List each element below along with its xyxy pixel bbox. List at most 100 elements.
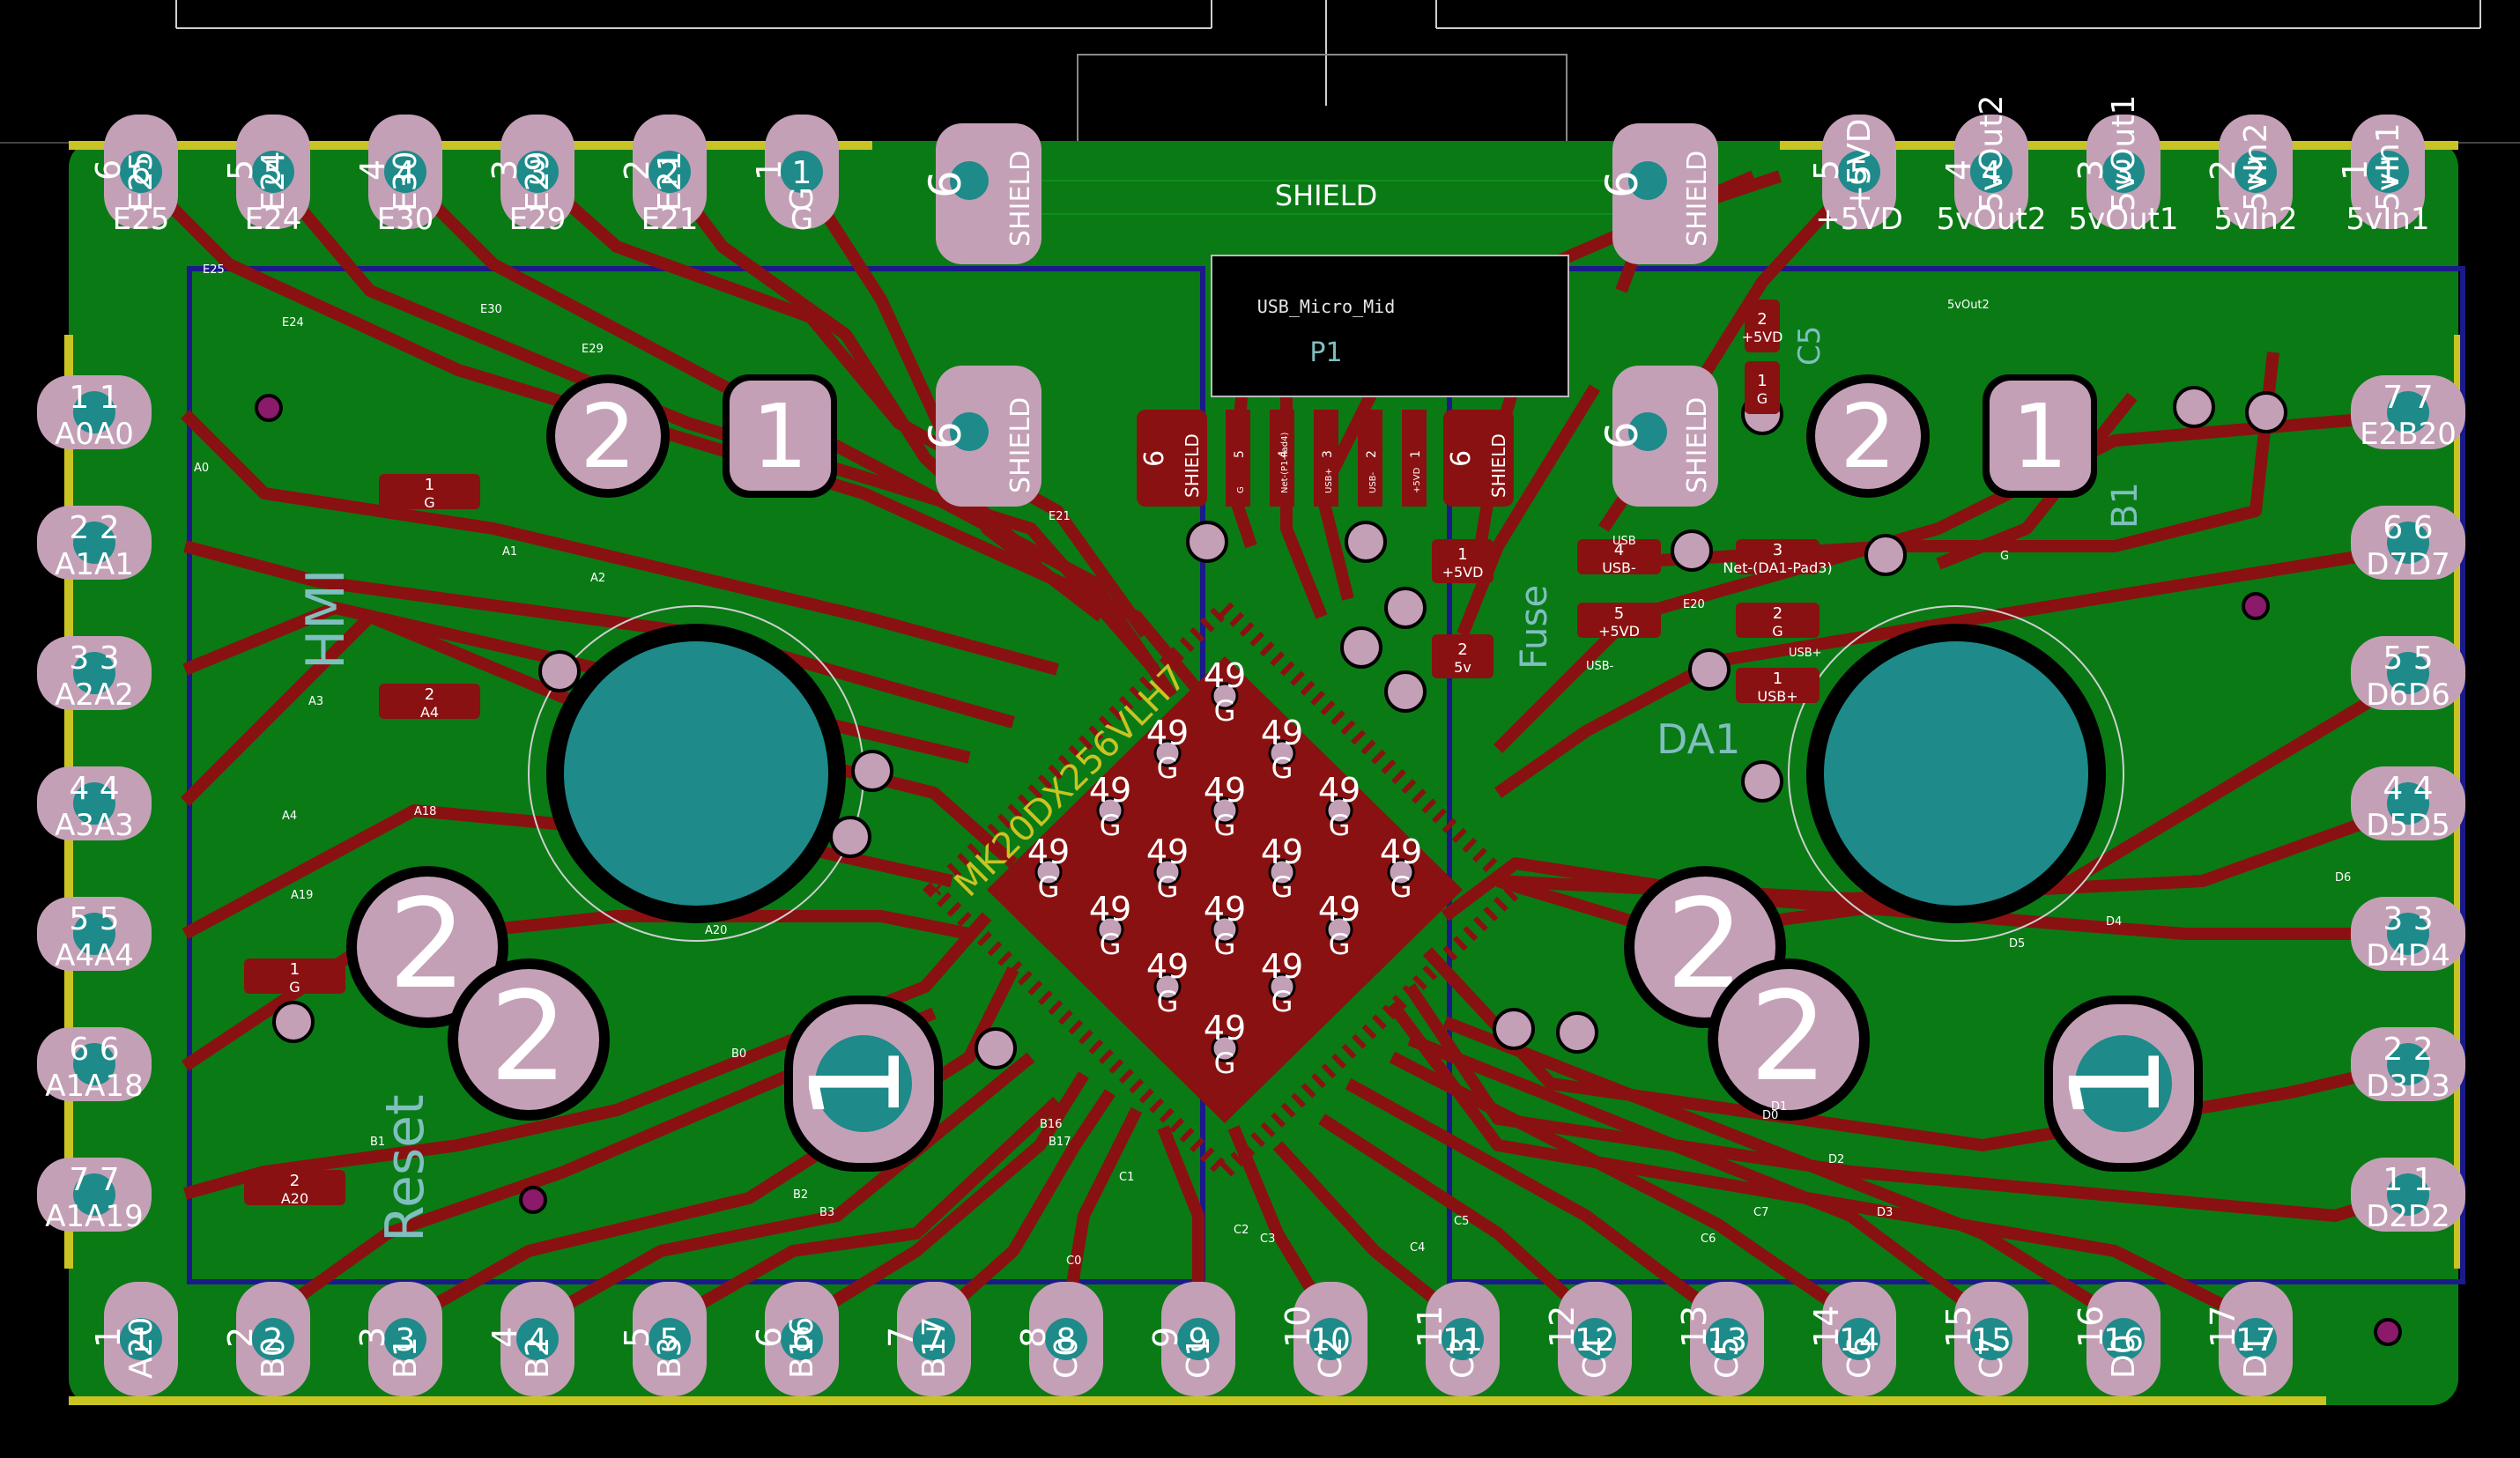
usb-pin-5[interactable]: 5G — [1226, 410, 1250, 507]
smd-pad-num: 1 — [1457, 545, 1467, 564]
top_right_header-pin-num-h: 3 — [2114, 155, 2134, 191]
shield-pad-mr[interactable]: 6 SHIELD — [1597, 366, 1718, 507]
svg-text:6: 6 — [1446, 450, 1477, 467]
smd-pad-sw-left-a4[interactable]: 2A4 — [379, 684, 480, 721]
shield-smd-right[interactable]: 6 SHIELD — [1443, 410, 1514, 507]
right_header-pin-net: D5D5 — [2366, 808, 2450, 843]
smd-pad-sw-reset[interactable]: 1G — [244, 958, 345, 995]
shield-pad-tl[interactable]: 6 SHIELD — [920, 123, 1041, 264]
shield-pad-ml[interactable]: 6 SHIELD — [920, 366, 1041, 507]
top_header-pin-net-h: E29 — [509, 202, 567, 237]
top_right_header-pin-net: 5vOut2 — [1974, 95, 2010, 211]
trace-net-label: E21 — [1049, 510, 1071, 523]
top_header-pin-num-h: 4 — [396, 155, 416, 191]
usb-pin-1[interactable]: 1+5VD — [1402, 410, 1427, 507]
bottom_header-pin-net: D1 — [2238, 1334, 2274, 1379]
usb-connector[interactable]: USB_Micro_Mid P1 — [1211, 255, 1569, 397]
smd-pad-c5-bot[interactable]: 1G — [1745, 361, 1780, 414]
top_header-pin-net: E21 — [652, 151, 688, 211]
svg-text:6: 6 — [1597, 421, 1648, 449]
thermal-via: 49G — [1146, 833, 1189, 904]
shield-pads[interactable]: 6 SHIELD 6 SHIELD 6 SHIELD 6 SHIELD 6 SH… — [920, 123, 1718, 507]
smd-pad-c5-top[interactable]: 2+5VD — [1742, 300, 1783, 352]
smd-pad-da1-2[interactable]: 2G — [1736, 603, 1820, 640]
trace-net-label: A19 — [291, 889, 313, 902]
bottom_header-pin-net: B1 — [388, 1336, 424, 1379]
right_header-pin-num: 4 4 — [2383, 771, 2433, 807]
smd-pad-fuse-bot[interactable]: 25v — [1432, 634, 1493, 678]
hole-r1: 1 — [1983, 374, 2097, 498]
smd-pad-sw-left[interactable]: 1G — [379, 474, 480, 511]
thermal-via: 49G — [1261, 714, 1303, 785]
smd-pad-fuse-top[interactable]: 1+5VD — [1432, 539, 1493, 583]
smd-pad-da1-5[interactable]: 5+5VD — [1577, 603, 1661, 640]
top_right_header-pin-net-h: 5vIn1 — [2346, 202, 2430, 237]
bottom_header-pin-num-h: 17 — [2235, 1322, 2276, 1358]
shield-pad-tr[interactable]: 6 SHIELD — [1597, 123, 1718, 264]
top_header-pin-net: E29 — [520, 151, 556, 211]
shield-smd-left[interactable]: 6 SHIELD — [1137, 410, 1207, 507]
thermal-pad-number: 49 — [1089, 890, 1131, 929]
smd-pad-num: 4 — [1614, 541, 1624, 559]
mcu-thermal-pad[interactable] — [987, 656, 1463, 1123]
usb-pin-num: 5 — [1233, 450, 1247, 458]
